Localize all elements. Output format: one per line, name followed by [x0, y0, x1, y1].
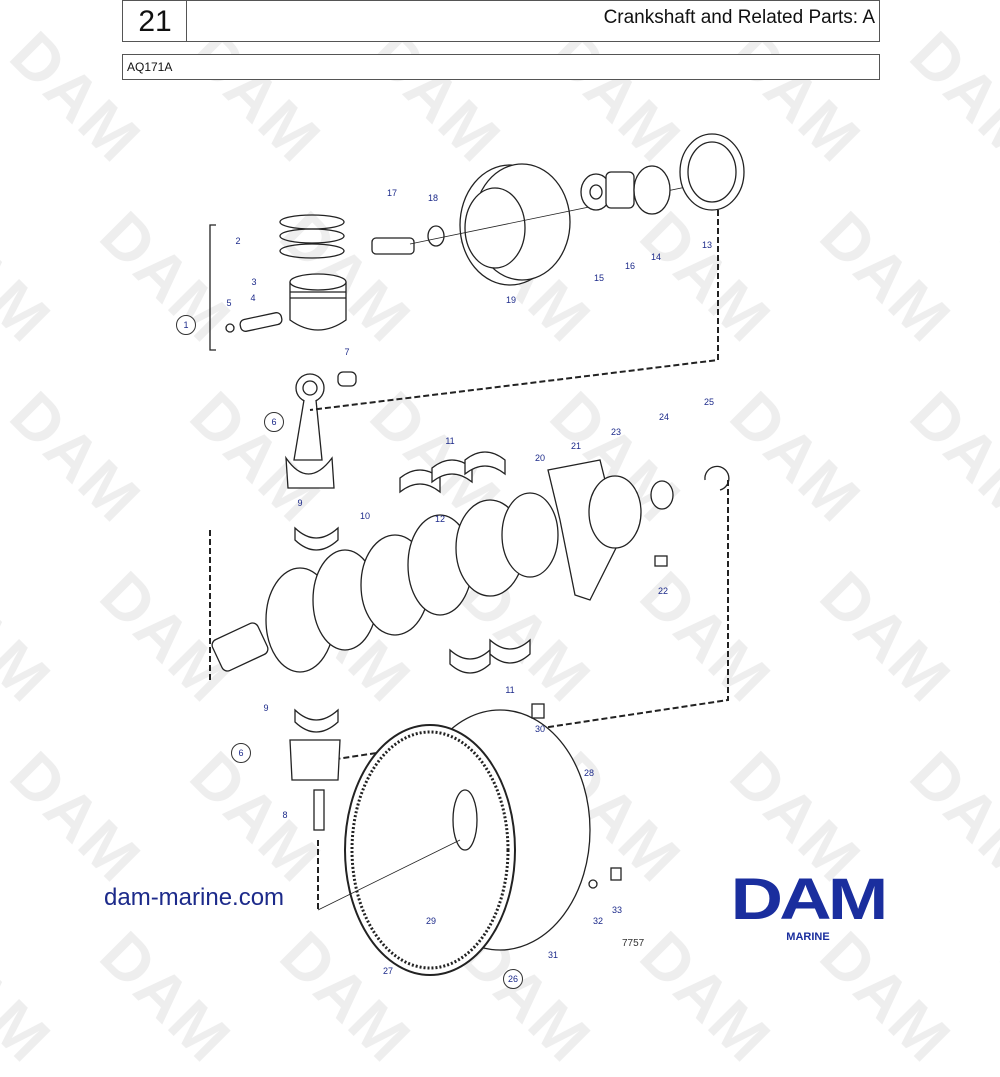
rod-cap [289, 739, 341, 781]
callout-13: 13 [701, 240, 713, 250]
callout-5: 5 [226, 298, 232, 308]
callout-23: 23 [610, 427, 622, 437]
piston [289, 273, 347, 331]
callout-27: 27 [382, 966, 394, 976]
callout-22: 22 [657, 586, 669, 596]
callout-11: 11 [445, 436, 455, 446]
callout-9: 9 [263, 703, 269, 713]
screw [654, 555, 668, 567]
main-bearing-shells [399, 451, 531, 674]
callout-33: 33 [611, 905, 623, 915]
callout-28: 28 [583, 768, 595, 778]
callout-6: 6 [231, 743, 251, 763]
crankshaft [211, 492, 559, 673]
dam-logo: DAM MARINE [718, 867, 898, 944]
washer-32 [588, 879, 598, 889]
bolt-33 [610, 867, 622, 881]
rear-cover [547, 459, 642, 601]
piston-group-bracket [209, 224, 216, 351]
callout-16: 16 [624, 261, 636, 271]
piston-pin [239, 312, 283, 332]
callout-29: 29 [425, 916, 437, 926]
callout-12: 12 [434, 514, 446, 524]
oil-slinger [633, 165, 671, 215]
callout-21: 21 [570, 441, 582, 451]
snap-ring [704, 465, 730, 491]
callout-11: 11 [505, 685, 515, 695]
callout-4: 4 [250, 293, 256, 303]
callout-3: 3 [251, 277, 257, 287]
exploded-parts-diagram [209, 133, 745, 976]
flywheel [344, 709, 591, 976]
dashed-guide [309, 210, 719, 411]
bearing-shell-lower [294, 708, 339, 733]
page-title: Crankshaft and Related Parts: A [603, 7, 875, 28]
callout-26: 26 [503, 969, 523, 989]
callout-24: 24 [658, 412, 670, 422]
callout-1: 1 [176, 315, 196, 335]
callout-2: 2 [235, 236, 241, 246]
logo-subtext: MARINE [786, 931, 830, 943]
callout-10: 10 [359, 511, 371, 521]
circlip [225, 323, 235, 333]
seal-ring [679, 133, 745, 211]
bushing [337, 371, 357, 387]
rod-bolt [313, 789, 325, 831]
pulley [459, 163, 571, 286]
connecting-rod [285, 373, 335, 489]
model-code: AQ171A [127, 60, 173, 74]
callout-7: 7 [344, 347, 350, 357]
bearing-shell-upper [294, 526, 339, 551]
callout-8: 8 [282, 810, 288, 820]
flywheel-bolt [531, 703, 545, 719]
callout-9: 9 [297, 498, 303, 508]
callout-18: 18 [427, 193, 439, 203]
callout-32: 32 [592, 916, 604, 926]
callout-6: 6 [264, 412, 284, 432]
drawing-number: 7757 [622, 938, 645, 949]
callout-30: 30 [534, 724, 546, 734]
bolt [371, 237, 415, 255]
logo-text: DAM [731, 867, 889, 932]
callout-14: 14 [650, 252, 662, 262]
title-box: Crankshaft and Related Parts: A [186, 0, 880, 42]
callout-17: 17 [386, 188, 398, 198]
model-box: AQ171A [122, 54, 880, 80]
callout-20: 20 [534, 453, 546, 463]
callout-25: 25 [703, 397, 715, 407]
callout-31: 31 [547, 950, 559, 960]
website-link[interactable]: dam-marine.com [104, 884, 285, 911]
callout-15: 15 [593, 273, 605, 283]
gear [605, 171, 635, 209]
section-number: 21 [122, 0, 188, 42]
piston-rings [279, 214, 345, 259]
washer [427, 225, 445, 247]
bearing [650, 480, 674, 510]
callout-19: 19 [505, 295, 517, 305]
